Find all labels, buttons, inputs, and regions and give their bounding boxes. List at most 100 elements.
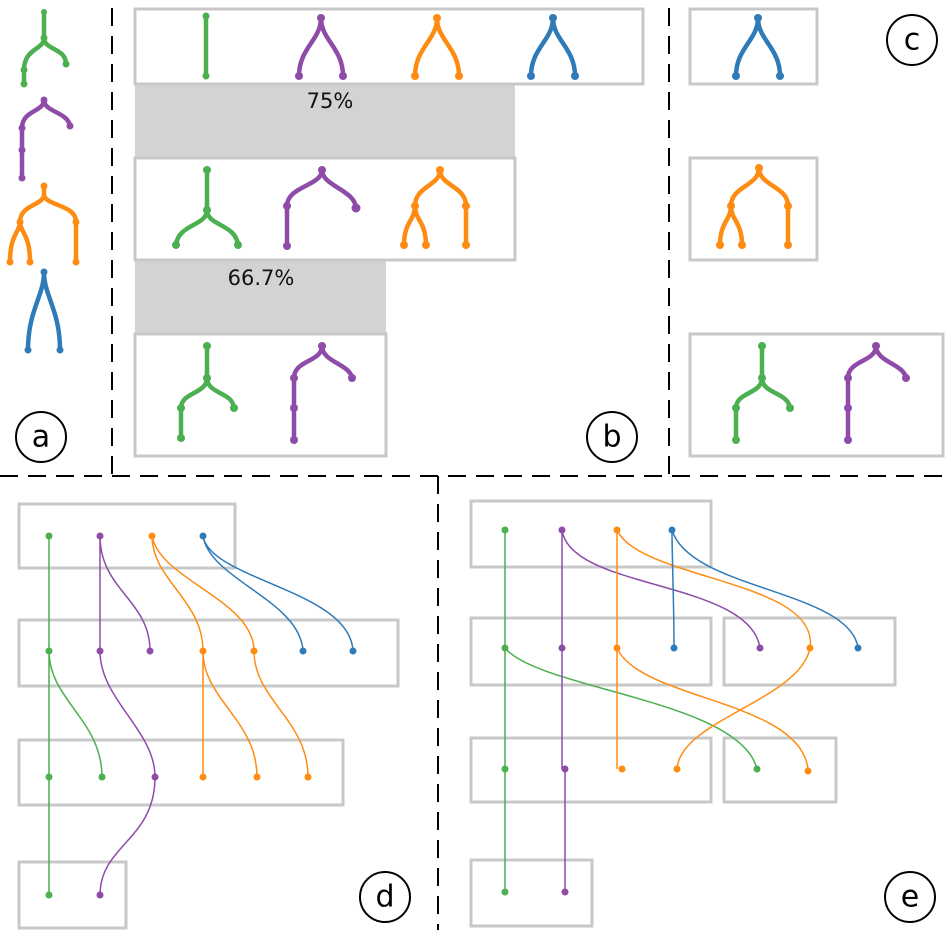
alignment-node — [199, 773, 207, 781]
panel-label-c: c — [904, 23, 921, 58]
tree-node — [18, 174, 26, 182]
tree-edge — [401, 167, 469, 248]
alignment-node — [753, 765, 761, 773]
alignment-node — [804, 767, 812, 775]
tree-node — [283, 242, 291, 250]
tree-green — [177, 342, 238, 442]
layer-box-3b — [722, 736, 838, 804]
tree-node — [66, 122, 74, 130]
alignment-edge — [504, 530, 758, 892]
tree-node — [436, 166, 444, 174]
tree-node — [844, 374, 852, 382]
tree-node — [462, 202, 470, 210]
tree-node — [18, 124, 26, 132]
tree-node — [177, 404, 185, 412]
tree-node — [339, 72, 347, 80]
alignment-node — [613, 644, 621, 652]
tree-green — [732, 342, 794, 444]
tree-node — [40, 96, 48, 104]
tree-edge — [25, 269, 63, 353]
tree-node — [351, 203, 361, 213]
merge-box-1 — [133, 7, 645, 86]
tree-purple — [290, 342, 356, 444]
tree-edge — [717, 165, 791, 248]
tree-blue — [527, 14, 579, 80]
alignment-node — [146, 647, 154, 655]
alignment-edge — [151, 535, 309, 778]
panel-label-e: e — [901, 880, 919, 915]
tree-edge — [19, 97, 73, 181]
tree-edge — [284, 167, 359, 249]
tree-node — [732, 436, 740, 444]
tree-node — [784, 202, 792, 210]
alignment-node — [668, 526, 676, 534]
layer-box-1 — [17, 502, 237, 570]
tree-edge — [178, 343, 237, 441]
tree-node — [62, 60, 70, 68]
tree-orange — [6, 182, 80, 266]
tree-node — [732, 72, 740, 80]
panel-dividers — [0, 8, 951, 930]
tree-node — [24, 346, 32, 354]
tree-purple — [18, 96, 74, 182]
alignment-node — [558, 526, 566, 534]
alignment-node — [673, 765, 681, 773]
alignment-node — [501, 765, 509, 773]
tree-node — [72, 258, 80, 266]
tree-node — [203, 342, 211, 350]
tree-node — [18, 146, 26, 154]
overlap-band-1 — [135, 84, 515, 158]
tree-node — [433, 14, 441, 22]
alignment-node — [45, 773, 53, 781]
alignment-node — [756, 644, 764, 652]
alignment-node — [96, 647, 104, 655]
tree-node — [172, 241, 180, 249]
tree-node — [844, 404, 852, 412]
alignment-node — [349, 647, 357, 655]
tree-node — [290, 374, 298, 382]
alignment-node — [854, 644, 862, 652]
tree-node — [317, 14, 325, 22]
tree-node — [318, 342, 326, 350]
alignment-node — [501, 526, 509, 534]
tree-node — [290, 436, 298, 444]
layer-box-3 — [17, 738, 345, 807]
panel-label-d: d — [375, 880, 394, 915]
alignment-node — [45, 532, 53, 540]
tree-edge — [733, 15, 783, 79]
layer-box-4 — [17, 860, 128, 930]
tree-node — [177, 434, 185, 442]
tree-node — [41, 9, 47, 15]
overlap-label-1: 75% — [307, 89, 354, 113]
tree-node — [16, 218, 24, 226]
tree-node — [776, 72, 784, 80]
tree-blue — [732, 14, 784, 80]
alignment-edge — [561, 529, 761, 892]
tree-node — [295, 72, 303, 80]
group-box-2 — [688, 156, 819, 262]
tree-node — [754, 14, 762, 22]
tree-node — [758, 342, 766, 350]
tree-node — [26, 258, 34, 266]
alignment-node — [45, 647, 53, 655]
alignment-node — [96, 532, 104, 540]
tree-node — [784, 241, 792, 249]
tree-node — [318, 166, 326, 174]
panel-label-circle-a — [15, 411, 67, 463]
tree-edge — [845, 343, 909, 443]
alignment-node — [199, 647, 207, 655]
tree-node — [786, 404, 794, 412]
panel-c: c — [688, 7, 945, 458]
panel-label-circle-e — [884, 871, 936, 923]
tree-node — [527, 72, 535, 80]
tree-node — [758, 374, 766, 382]
tree-edge — [733, 343, 793, 443]
tree-edge — [296, 15, 346, 79]
alignment-node — [304, 773, 312, 781]
alignment-node — [151, 773, 159, 781]
alignment-node — [250, 647, 258, 655]
alignment-node — [45, 891, 53, 899]
tree-node — [902, 374, 910, 382]
panel-label-b: b — [602, 420, 621, 455]
